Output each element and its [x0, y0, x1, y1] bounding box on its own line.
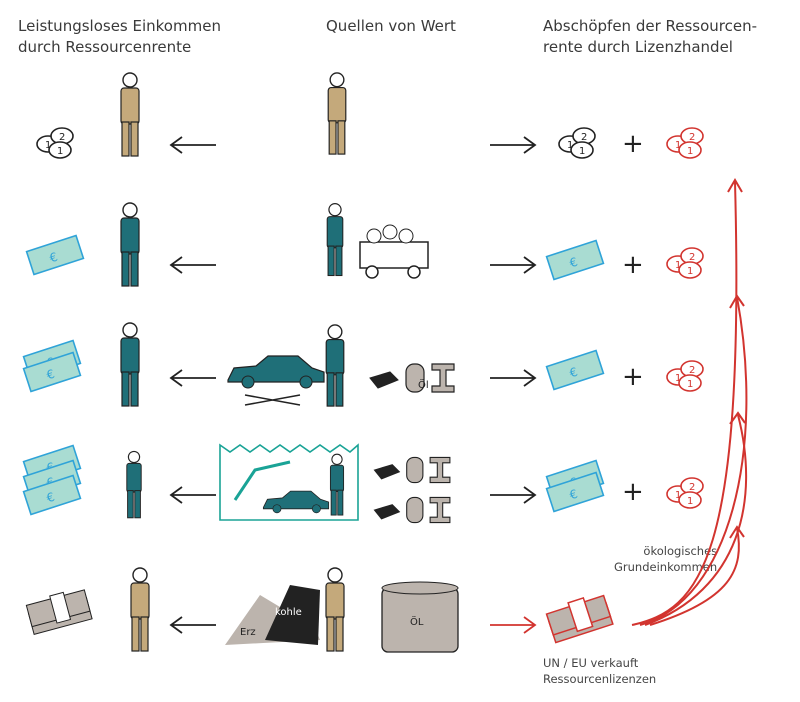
arrowhead-icon [729, 525, 745, 539]
worker-with-cart-icon [326, 202, 344, 277]
ore-label: Erz [240, 627, 256, 638]
red-coins-icon [666, 360, 704, 392]
woman-worker-icon [126, 450, 142, 519]
header-right: Abschöpfen der Ressourcen- rente durch L… [543, 16, 757, 58]
banknote-icon [25, 234, 85, 276]
header-left-line2: durch Ressourcenrente [18, 38, 192, 56]
cart-icon [359, 224, 429, 279]
coins-icon [36, 127, 74, 159]
coal-label: kohle [275, 607, 302, 618]
row-1: + [36, 72, 704, 159]
distribution-arrows [631, 178, 748, 626]
header-right-line2: rente durch Lizenzhandel [543, 38, 733, 56]
factory-icon [219, 443, 359, 521]
mechanic-icon [325, 324, 345, 407]
arrow-left-icon [170, 616, 217, 634]
plus-sign: + [622, 362, 644, 392]
license-sale-label: UN / EU verkauft Ressourcenlizenzen [543, 655, 656, 687]
coal-pile-icon [265, 585, 320, 645]
arrow-right-icon [489, 369, 536, 387]
license-sale-line2: Ressourcenlizenzen [543, 672, 657, 686]
oil-tank-icon: ÖL [381, 581, 459, 653]
red-coins-icon [666, 247, 704, 279]
red-arrow-row3 [644, 414, 748, 626]
header-left: Leistungsloses Einkommen durch Ressource… [18, 16, 221, 58]
arrowhead-icon [727, 178, 743, 193]
mechanic-icon [120, 322, 140, 407]
plus-sign: + [622, 250, 644, 280]
banknote-icon [545, 239, 605, 281]
basic-income-label: ökologisches Grundeinkommen [614, 543, 717, 575]
coins-icon [558, 127, 596, 159]
red-arrow-row4 [649, 527, 740, 626]
row-3: Öl + [22, 322, 704, 407]
worker-icon [120, 202, 140, 287]
basic-income-line1: ökologisches [643, 544, 718, 558]
arrowhead-icon [729, 294, 745, 309]
red-arrow-right-icon [489, 616, 536, 634]
plus-sign: + [622, 129, 644, 159]
arrow-right-icon [489, 486, 536, 504]
cash-bundle-icon [25, 589, 93, 635]
arrow-left-icon [170, 369, 217, 387]
car-on-lift-icon [227, 355, 325, 389]
red-arrow-row2 [639, 296, 748, 626]
arrowhead-icon [729, 411, 746, 425]
plus-sign: + [622, 477, 644, 507]
row-2: + [25, 202, 704, 287]
oil-label: Öl [418, 378, 429, 391]
arrow-left-icon [170, 136, 217, 154]
basic-income-line2: Grundeinkommen [614, 560, 718, 574]
license-bundle-icon [545, 594, 614, 644]
row-4: + [22, 443, 704, 524]
header-right-line1: Abschöpfen der Ressourcen- [543, 17, 758, 35]
resources-icon [373, 456, 451, 484]
resources-icon [373, 496, 451, 524]
row-5: Erz kohle ÖL [25, 567, 614, 653]
arrow-left-icon [170, 256, 217, 274]
resources-icon [369, 363, 455, 393]
header-left-line1: Leistungsloses Einkommen [18, 17, 221, 35]
red-coins-icon [666, 127, 704, 159]
red-arrow-row1 [631, 181, 738, 626]
license-sale-line1: UN / EU verkauft [543, 656, 639, 670]
header-center: Quellen von Wert [326, 17, 456, 35]
businessman-icon [325, 567, 345, 652]
businessman-icon [130, 567, 150, 652]
arrow-right-icon [489, 256, 536, 274]
worker-icon [327, 72, 347, 155]
lift-icon [244, 394, 301, 406]
worker-icon [120, 72, 140, 157]
tank-label: ÖL [410, 615, 424, 628]
red-coins-icon [666, 477, 704, 509]
arrow-left-icon [170, 486, 217, 504]
arrow-right-icon [489, 136, 536, 154]
banknote-stack-icon [545, 349, 605, 391]
